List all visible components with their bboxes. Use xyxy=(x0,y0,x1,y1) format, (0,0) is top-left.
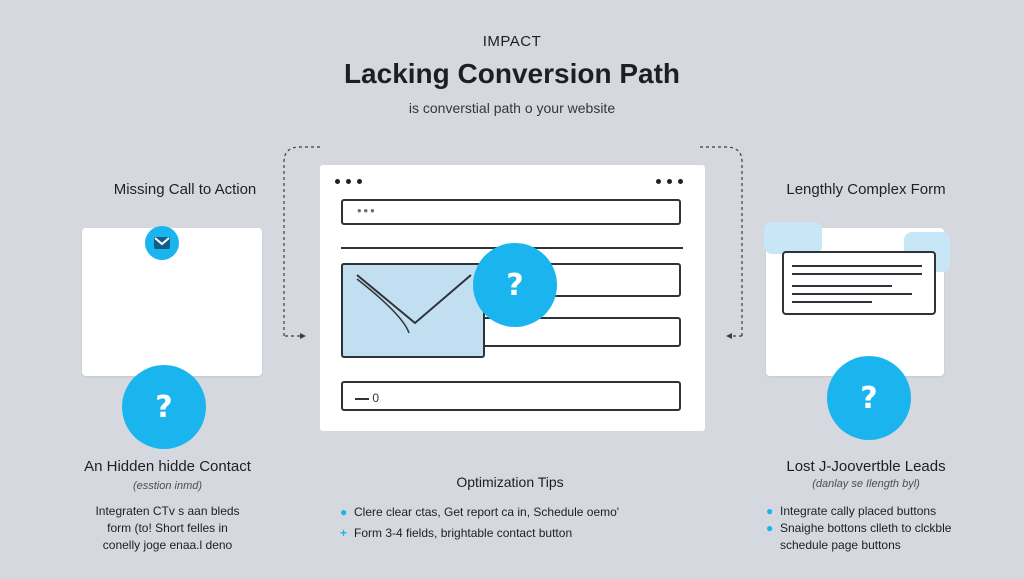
right-panel-heading: Lengthly Complex Form xyxy=(786,181,946,198)
window-dot xyxy=(335,179,340,184)
tip-item: ● Integrate cally placed buttons xyxy=(766,503,1006,520)
bullet-dot-icon: ● xyxy=(766,504,774,518)
left-arrowhead xyxy=(300,333,306,339)
left-body-line: form (to! Short felles in xyxy=(107,521,228,535)
question-mark-icon: ? xyxy=(122,365,206,449)
page-title: Lacking Conversion Path xyxy=(343,58,681,89)
tip-text: Integrate cally placed buttons xyxy=(780,504,937,518)
complex-form-illustration xyxy=(782,251,936,315)
question-mark-icon: ? xyxy=(473,243,557,327)
left-body-line: conelly joge enaa.l deno xyxy=(102,538,233,552)
right-bottom-heading: Lost J-Joovertble Leads xyxy=(786,458,946,475)
left-bottom-heading: An Hidden hidde Contact xyxy=(84,458,251,475)
left-note: (esstion inmd) xyxy=(132,480,203,492)
left-body-line: Integraten CTv s aan bleds xyxy=(95,504,240,518)
plus-icon: + xyxy=(340,526,348,540)
form-line xyxy=(792,265,922,267)
tip-text: Clere clear ctas, Get report ca in, Sche… xyxy=(354,505,620,519)
tip-text: schedule page buttons xyxy=(780,538,901,552)
left-dashed-connector xyxy=(283,146,322,336)
right-dashed-connector xyxy=(700,146,743,336)
field-input-value: 0 xyxy=(355,391,379,405)
tip-text: Form 3-4 fields, brightable contact butt… xyxy=(354,526,573,540)
left-body-text: Integraten CTv s aan bleds form (to! Sho… xyxy=(60,503,275,554)
window-dot xyxy=(678,179,683,184)
form-line xyxy=(792,285,892,287)
decorative-shape xyxy=(764,222,822,254)
bullet-dot-icon: ● xyxy=(766,521,774,535)
window-dot xyxy=(357,179,362,184)
right-arrowhead xyxy=(726,333,732,339)
question-mark-icon: ? xyxy=(827,356,911,440)
tip-text: Snaighe bottons clleth to clckble xyxy=(780,521,952,535)
form-field-short[interactable]: 0 xyxy=(341,381,681,411)
eyebrow-label: IMPACT xyxy=(482,33,542,50)
left-panel-heading: Missing Call to Action xyxy=(113,181,257,198)
tip-item: + Form 3-4 fields, brightable contact bu… xyxy=(340,523,700,544)
form-line xyxy=(792,301,872,303)
envelope-icon xyxy=(145,226,179,260)
window-dot xyxy=(656,179,661,184)
page-subtitle: is converstial path o your website xyxy=(408,100,616,116)
window-dot xyxy=(667,179,672,184)
form-line xyxy=(792,293,912,295)
tip-item: ● Snaighe bottons clleth to clckble xyxy=(766,520,1006,537)
address-bar[interactable]: ••• xyxy=(341,199,681,225)
optimization-tips-heading: Optimization Tips xyxy=(456,474,564,490)
right-tips-list: ● Integrate cally placed buttons ● Snaig… xyxy=(766,503,1006,554)
optimization-tips-list: ● Clere clear ctas, Get report ca in, Sc… xyxy=(340,502,700,544)
right-note: (danlay se Ilength byl) xyxy=(812,478,920,490)
form-line xyxy=(792,273,922,275)
tip-item: ● Clere clear ctas, Get report ca in, Sc… xyxy=(340,502,700,523)
tip-item: schedule page buttons xyxy=(766,537,1006,554)
address-bar-dots: ••• xyxy=(357,203,377,218)
window-dot xyxy=(346,179,351,184)
bullet-dot-icon: ● xyxy=(340,505,348,519)
envelope-image xyxy=(341,263,485,358)
